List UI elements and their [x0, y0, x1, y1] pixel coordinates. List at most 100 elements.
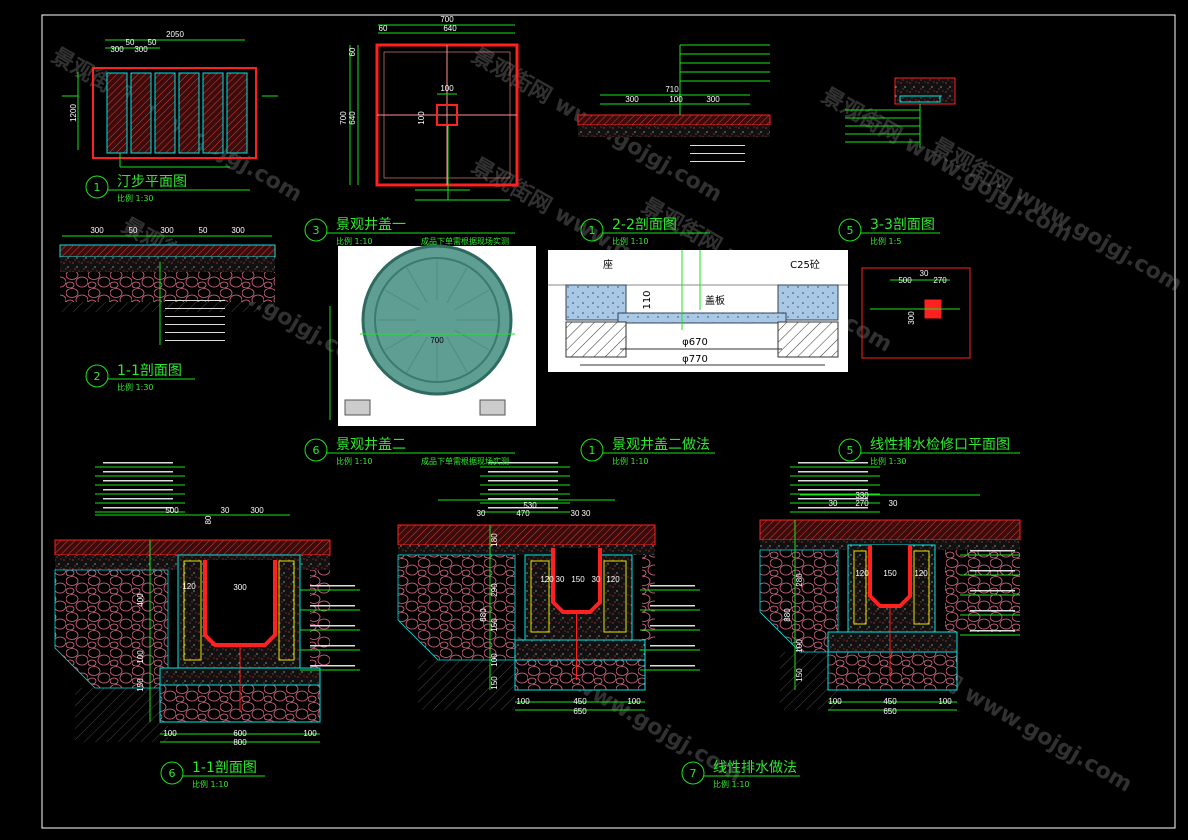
- dimension-label: 60: [379, 24, 388, 33]
- paving-stone: [154, 72, 176, 154]
- annotation-text-stub: [798, 498, 868, 500]
- dimension-label: 120: [606, 575, 620, 584]
- dimension-label: 280: [795, 573, 804, 587]
- annotation-text-stub: [165, 308, 225, 309]
- dimension-label: 50: [199, 226, 208, 235]
- cover-diameter-label: 700: [430, 336, 444, 345]
- drawing-scale: 比例 1:10: [336, 236, 373, 246]
- drawing-scale: 比例 1:10: [612, 456, 649, 466]
- annotation-text-stub: [310, 605, 355, 607]
- dimension-label: 30: [920, 269, 929, 278]
- foundation-right: [777, 321, 839, 358]
- dimension-label: 150: [136, 678, 145, 692]
- title-circle: [85, 364, 109, 388]
- annotation-text-stub: [798, 507, 868, 509]
- dimension-label: 300: [907, 311, 916, 325]
- drain-middle-base-stone: [514, 659, 646, 691]
- cover-rib: [446, 337, 468, 373]
- dimension-label: 450: [883, 697, 897, 706]
- dimension-label: 100: [490, 653, 499, 667]
- annotation-text-stub: [798, 480, 868, 482]
- dimension-label: 30: [829, 499, 838, 508]
- dimension-label: 270: [855, 499, 869, 508]
- dimension-label: 300: [625, 95, 639, 104]
- dimension-label: 100: [516, 697, 530, 706]
- dimension-label: 880: [783, 608, 792, 622]
- paving-layer: [59, 244, 276, 258]
- annotation-text-stub: [165, 340, 225, 341]
- dimension-label: 710: [665, 85, 679, 94]
- title-number: 6: [169, 767, 176, 780]
- dimension-label: 800: [233, 738, 247, 747]
- cover-slab: [577, 114, 771, 126]
- dimension-label: 300: [110, 45, 124, 54]
- dimension-label: 100: [136, 650, 145, 664]
- gravel-layer: [60, 257, 275, 272]
- cover-rib: [406, 267, 428, 303]
- title-circle: [681, 761, 705, 785]
- title-number: 5: [847, 444, 854, 457]
- drain-left-soil: [75, 688, 168, 742]
- dimension-label: 120: [855, 569, 869, 578]
- seat-concrete-left: [565, 284, 627, 321]
- dimension-label: 100: [163, 729, 177, 738]
- dimension-label: 60: [348, 47, 357, 56]
- paving-stone: [178, 72, 200, 154]
- annotation-text-stub: [690, 161, 745, 162]
- dimension-label: 650: [883, 707, 897, 716]
- drain-middle-base-concrete: [514, 639, 646, 661]
- dimension-label: 150: [490, 618, 499, 632]
- watermark-text: 景观街网 www.gojgj.com: [927, 133, 1187, 298]
- title-number: 6: [313, 444, 320, 457]
- drawing-note: 成品下单需根据现场实测: [421, 236, 509, 246]
- title-number: 7: [690, 767, 697, 780]
- title-circle: [580, 438, 604, 462]
- cover-rib: [454, 329, 490, 351]
- annotation-text-stub: [103, 507, 173, 509]
- drawing-scale: 比例 1:10: [192, 779, 229, 789]
- drawing-title: 景观井盖一: [336, 217, 406, 233]
- drain-right-base-stone: [827, 651, 958, 691]
- drain-middle-soil: [418, 660, 515, 710]
- title-number: 1: [589, 444, 596, 457]
- dimension-label: 30: [582, 509, 591, 518]
- annotation-text-stub: [165, 316, 225, 317]
- drawing-title: 2-2剖面图: [612, 217, 677, 233]
- dimension-label: 300: [134, 45, 148, 54]
- title-circle: [160, 761, 184, 785]
- drawing-title: 汀步平面图: [117, 174, 187, 190]
- annotation-text-stub: [798, 471, 868, 473]
- dimension-label: 30: [889, 499, 898, 508]
- cover-rib: [406, 337, 428, 373]
- drain-left-cobble-fill: [54, 569, 169, 689]
- drawing-title: 1-1剖面图: [117, 363, 182, 379]
- foundation-left: [565, 321, 627, 358]
- annotation-text-stub: [650, 665, 695, 667]
- drawing-scale: 比例 1:10: [713, 779, 750, 789]
- dimension-label: 180: [490, 533, 499, 547]
- annotation-text-stub: [103, 462, 173, 464]
- dimension-label: 650: [573, 707, 587, 716]
- dimension-label: 530: [523, 501, 537, 510]
- annotation-text-stub: [103, 480, 173, 482]
- dimension-label: 300: [706, 95, 720, 104]
- dimension-label: 470: [516, 509, 530, 518]
- dimension-label: 50: [148, 38, 157, 47]
- dimension-label: 30: [592, 575, 601, 584]
- title-circle: [580, 218, 604, 242]
- paving-stone: [226, 72, 248, 154]
- dimension-label: 330: [855, 491, 869, 500]
- annotation-text-stub: [970, 630, 1015, 632]
- dimension-label: 2050: [166, 30, 184, 39]
- cover-lifting-hole: [436, 104, 458, 126]
- annotation-text-stub: [488, 471, 558, 473]
- drawing-scale: 比例 1:30: [117, 193, 154, 203]
- drain-right-cobble-fill: [759, 549, 839, 653]
- cover-rib: [384, 329, 420, 351]
- drain-middle-cobble-fill: [397, 554, 516, 661]
- section-3-3-body: [894, 77, 956, 105]
- drain-right-base-concrete: [827, 631, 958, 653]
- dimension-label: 300: [250, 506, 264, 515]
- drain-middle-channel-wall-left: [530, 560, 550, 633]
